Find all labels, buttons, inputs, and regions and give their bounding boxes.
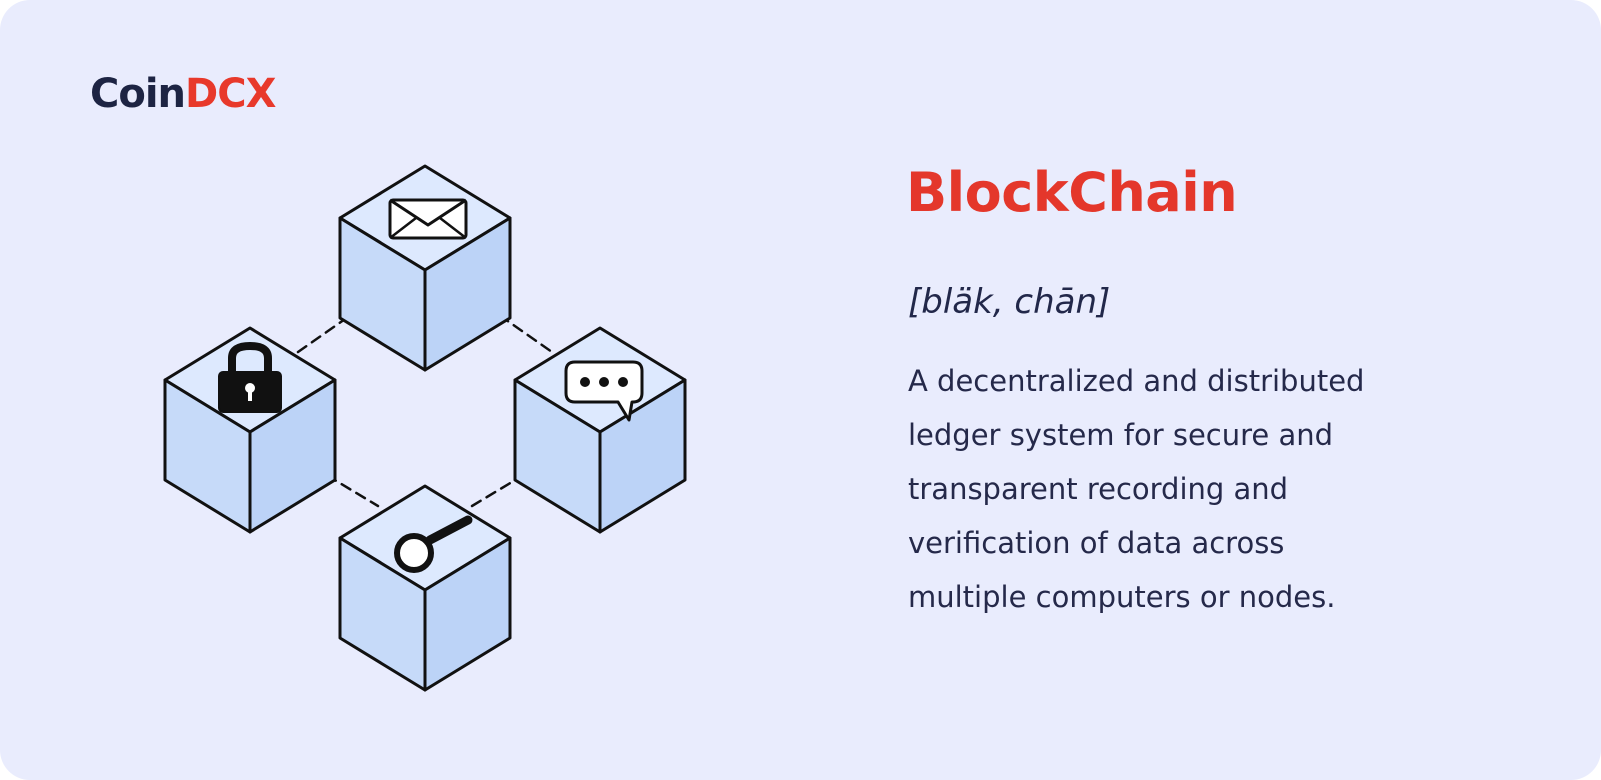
envelope-icon — [388, 198, 468, 240]
blockchain-illustration — [163, 164, 687, 692]
pronunciation: [bläk, chān] — [908, 282, 1111, 322]
definition-text: A decentralized and distributed ledger s… — [908, 354, 1468, 624]
block-top — [338, 164, 512, 372]
definition-line: multiple computers or nodes. — [908, 580, 1336, 614]
connector-top-left — [296, 294, 380, 354]
padlock-icon — [218, 342, 282, 413]
block-left — [163, 326, 337, 534]
logo-text-coin: Coin — [90, 71, 186, 117]
logo-text-dcx: DCX — [185, 71, 276, 117]
connector-bottom-left — [296, 456, 380, 508]
definition-line: A decentralized and distributed — [908, 364, 1365, 398]
definition-line: verification of data across — [908, 526, 1285, 560]
magnifier-icon — [394, 515, 473, 573]
definition-line: transparent recording and — [908, 472, 1289, 506]
block-right — [513, 326, 687, 534]
block-bottom — [338, 484, 512, 692]
term-title: BlockChain — [906, 161, 1238, 224]
definition-line: ledger system for secure and — [908, 418, 1334, 452]
coindcx-logo: CoinDCX — [90, 70, 276, 118]
chat-bubble-icon — [564, 360, 644, 422]
